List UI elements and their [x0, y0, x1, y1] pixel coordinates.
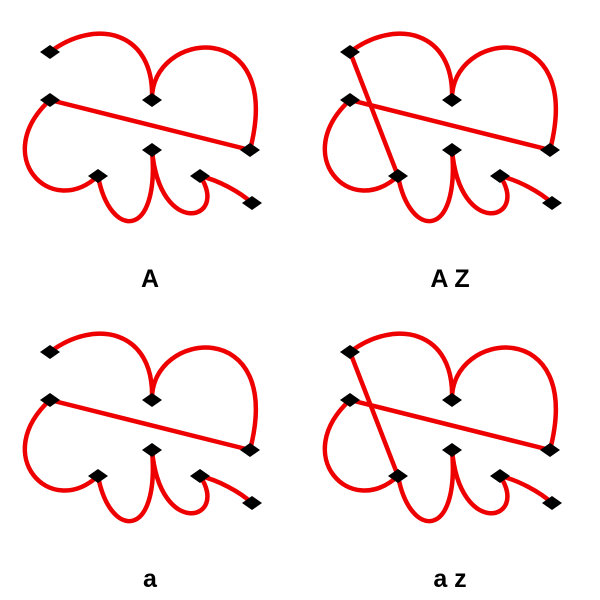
panel-label: A	[140, 265, 160, 293]
node-diamond	[40, 345, 60, 359]
edge-arc-top-right	[449, 45, 559, 153]
panel-az-lower: a z	[300, 300, 600, 600]
edge-arc-lower-left	[395, 447, 456, 524]
panel-label: A Z	[430, 265, 470, 293]
node-diamond	[388, 469, 408, 483]
node-diamond	[490, 469, 510, 483]
edge-straight-mid	[347, 97, 553, 153]
node-diamond	[142, 93, 162, 107]
node-diamond	[542, 496, 562, 510]
node-diamond	[40, 45, 60, 59]
edge-arc-top-left	[347, 31, 455, 103]
node-diamond	[388, 169, 408, 183]
edge-straight-mid	[347, 397, 553, 453]
node-diamond	[340, 393, 360, 407]
node-diamond	[442, 443, 462, 457]
graph-drawing	[322, 31, 562, 224]
edge-arc-top-right	[149, 45, 259, 153]
node-diamond	[142, 393, 162, 407]
edge-arc-lower-mid	[449, 447, 510, 516]
node-diamond	[442, 93, 462, 107]
edge-arc-lower-left	[95, 147, 156, 224]
edge-straight-mid	[47, 397, 253, 453]
node-diamond	[340, 345, 360, 359]
node-diamond	[88, 169, 108, 183]
graph-drawing	[322, 331, 562, 524]
node-diamond	[190, 469, 210, 483]
node-diamond	[490, 169, 510, 183]
edge-arc-top-left	[347, 331, 455, 403]
edge-arc-lower-left	[395, 147, 456, 224]
node-diamond	[40, 93, 60, 107]
edge-arc-top-left	[47, 331, 155, 403]
edge-arc-left-big	[322, 97, 401, 193]
edge-arc-left-big	[322, 397, 401, 493]
node-diamond	[240, 143, 260, 157]
edge-arc-top-right	[449, 345, 559, 453]
edge-arc-lower-mid	[149, 147, 210, 216]
graph-drawing	[22, 31, 262, 224]
edge-diagonal	[347, 49, 401, 179]
node-diamond	[242, 196, 262, 210]
panel-label: a z	[433, 565, 467, 593]
edge-arc-left-big	[22, 397, 101, 493]
edge-straight-mid	[47, 97, 253, 153]
edge-arc-top-right	[149, 345, 259, 453]
node-diamond	[242, 496, 262, 510]
panel-a-lower: a	[0, 300, 300, 600]
node-diamond	[340, 45, 360, 59]
node-diamond	[540, 143, 560, 157]
node-diamond	[340, 93, 360, 107]
node-diamond	[190, 169, 210, 183]
node-diamond	[88, 469, 108, 483]
node-diamond	[442, 393, 462, 407]
panel-label: a	[143, 565, 157, 593]
panel-a-upper: A	[0, 0, 300, 300]
edge-arc-top-left	[47, 31, 155, 103]
node-diamond	[40, 393, 60, 407]
graph-drawing	[22, 331, 262, 524]
node-diamond	[240, 443, 260, 457]
node-diamond	[142, 443, 162, 457]
node-diamond	[542, 196, 562, 210]
edge-arc-lower-mid	[449, 147, 510, 216]
edge-arc-lower-left	[95, 447, 156, 524]
node-diamond	[540, 443, 560, 457]
edge-arc-left-big	[22, 97, 101, 193]
edge-arc-lower-mid	[149, 447, 210, 516]
panel-az-upper: A Z	[300, 0, 600, 300]
edge-diagonal	[347, 349, 401, 479]
node-diamond	[142, 143, 162, 157]
node-diamond	[442, 143, 462, 157]
